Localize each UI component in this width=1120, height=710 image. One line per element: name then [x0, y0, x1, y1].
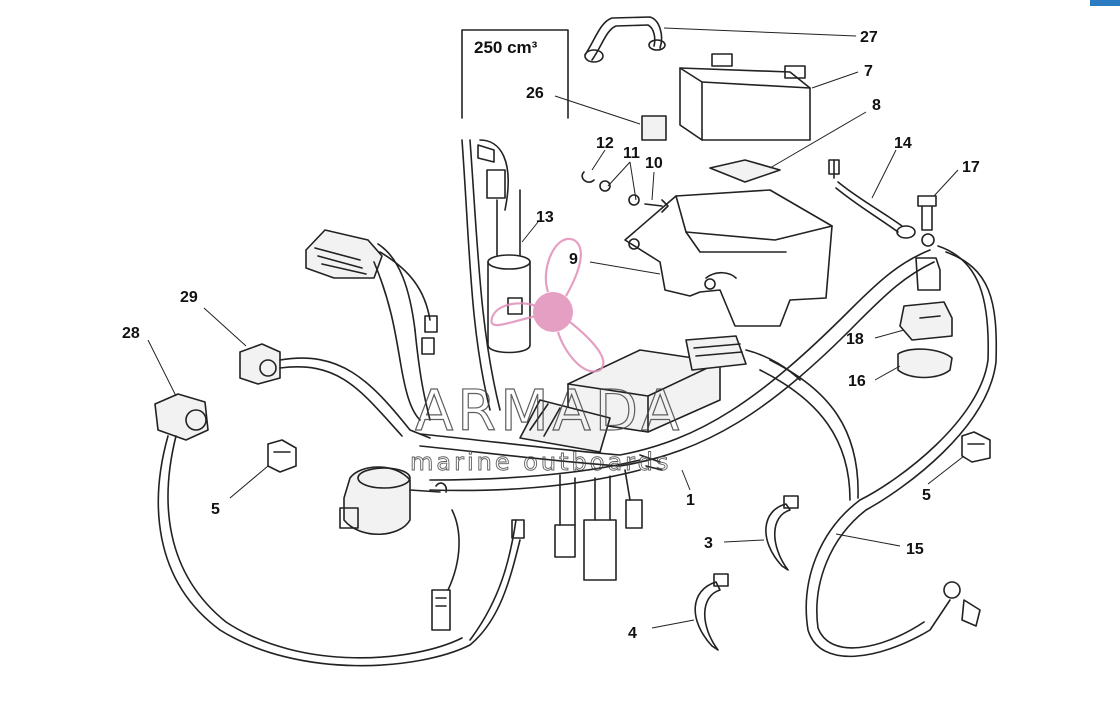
callout-1-main-harness: 1	[686, 492, 695, 509]
callout-8-battery-pad: 8	[872, 97, 881, 114]
battery-pad-part	[709, 159, 781, 183]
callout-9-battery-box: 9	[569, 251, 578, 268]
callout-14-ground-cable: 14	[894, 135, 912, 152]
regulator-part	[305, 229, 438, 421]
battery-cable-part	[805, 245, 998, 658]
washer-11b-part	[628, 194, 640, 206]
callout-7-battery: 7	[864, 63, 873, 80]
leader-lines	[147, 27, 965, 629]
callout-26-fuse: 26	[526, 85, 544, 102]
spec-bracket	[461, 29, 569, 119]
watermark-subtitle: marine outboards	[410, 448, 671, 476]
callout-3-clip: 3	[704, 535, 713, 552]
clip-3-part	[765, 503, 791, 571]
screw-10-part	[644, 199, 669, 213]
spec-label: 250 cm³	[474, 38, 538, 57]
watermark-title: ARMADA	[415, 379, 683, 444]
fuse-part	[641, 115, 667, 141]
clip-4-part	[694, 581, 721, 651]
callout-17-bolt: 17	[962, 159, 980, 176]
battery-box-part	[624, 189, 833, 327]
callout-27-strap: 27	[860, 29, 878, 46]
switch-29-part	[239, 343, 431, 439]
ground-cable-part	[828, 159, 916, 239]
callout-16-cover: 16	[848, 373, 866, 390]
strap-part	[584, 16, 666, 63]
callout-18-relay: 18	[846, 331, 864, 348]
cable-clip-left-part	[267, 439, 297, 473]
callout-4-clip: 4	[628, 625, 637, 642]
cable-clip-right-part	[961, 431, 991, 463]
corner-tab	[1090, 0, 1120, 6]
washer-11a-part	[599, 180, 611, 192]
callout-28-switch: 28	[122, 325, 140, 342]
switch-28-part	[154, 393, 521, 667]
main-harness-part	[419, 249, 935, 581]
clip-12-part	[581, 171, 595, 183]
callout-29-switch: 29	[180, 289, 198, 306]
relay-part	[897, 195, 953, 379]
watermark: ARMADA marine outboards	[410, 237, 683, 476]
callout-11-washer: 11	[623, 145, 640, 162]
callout-labels: 1 3 4 5 5 7 8 9 10 11 12 13 14 15 16 17 …	[122, 29, 980, 642]
callout-15-battery-cable: 15	[906, 541, 924, 558]
callout-5-cable-clip-right: 5	[922, 487, 931, 504]
ecu-part	[519, 335, 801, 453]
callout-10-screw: 10	[645, 155, 663, 172]
callout-13-capacitor: 13	[536, 209, 554, 226]
callout-5-cable-clip-left: 5	[211, 501, 220, 518]
battery-part	[679, 53, 811, 141]
callout-12-clip: 12	[596, 135, 614, 152]
watermark-logo-icon	[490, 237, 605, 373]
coil-part	[339, 466, 525, 641]
